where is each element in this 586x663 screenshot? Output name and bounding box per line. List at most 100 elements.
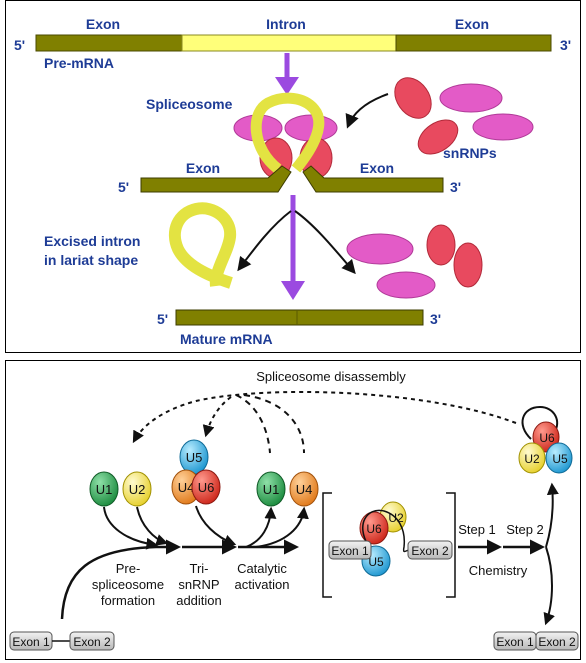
u4-released-snrnp (289, 471, 319, 507)
u2-label: U2 (129, 482, 146, 497)
pre-mrna-exon-left-label: Exon (86, 16, 120, 32)
mature-5-prime-label: 5' (157, 311, 168, 327)
pre-mrna-intron-label: Intron (266, 16, 306, 32)
u1-released-label: U1 (263, 482, 280, 497)
middle-3-prime-label: 3' (450, 179, 461, 195)
u4-label: U4 (178, 480, 195, 495)
release-arrow-u4 (255, 506, 309, 548)
u6-snrnp (191, 469, 221, 505)
middle-exon-right-label: Exon (360, 160, 394, 176)
complex-exon-1-box (328, 540, 372, 560)
release-arrow-u1 (245, 506, 277, 548)
u-arrow-2 (136, 506, 169, 546)
disassembly-dash-u4 (243, 394, 305, 454)
step-1-label: Step 1 (458, 522, 496, 537)
disassembly-label: Spliceosome disassembly (256, 369, 406, 384)
splicing-arrowhead-1 (275, 77, 299, 95)
pre-mrna-label: Pre-mRNA (44, 55, 114, 71)
excised-intron-label-line1: Excised intron (44, 233, 140, 249)
spliceosome-intron-loop (250, 92, 325, 174)
middle-exon-left (140, 165, 292, 193)
catalytic-label-1: Catalytic (237, 561, 287, 576)
u2-snrnp (122, 471, 152, 507)
u1-label: U1 (96, 482, 113, 497)
released-red-2 (453, 242, 483, 288)
pre-spliceosome-label-1: Pre- (116, 561, 141, 576)
end-exon-1-label: Exon 1 (496, 635, 534, 649)
spliceosome-cycle-diagram: Spliceosome disassembly U1 U2 U5 U4 U6 U… (9, 369, 579, 651)
pathway-start-curve (60, 545, 157, 620)
u4-released-label: U4 (296, 482, 313, 497)
released-pink-1 (346, 233, 414, 265)
snrnps-label: snRNPs (443, 145, 497, 161)
snrnp-release-arrow (294, 210, 356, 275)
middle-exon-right (302, 165, 444, 193)
released-red-1 (426, 224, 456, 266)
complex-u6 (359, 511, 389, 545)
u1-snrnp (89, 471, 119, 507)
spliceosome-cycle-panel: Spliceosome disassembly U1 U2 U5 U4 U6 U… (5, 360, 581, 660)
mature-3-prime-label: 3' (430, 311, 441, 327)
chemistry-label: Chemistry (469, 563, 528, 578)
released-pink-2 (376, 271, 436, 299)
complex-exon-2-box (407, 540, 453, 560)
start-exon-2-box (69, 631, 115, 651)
post-u5-label: U5 (552, 452, 568, 466)
disassembly-dash-u1 (235, 394, 271, 454)
pre-spliceosome-label-2: spliceosome (92, 577, 164, 592)
snrnp-red-1 (394, 77, 432, 119)
post-u6-label: U6 (539, 431, 555, 445)
complex-bracket-right (446, 492, 456, 598)
u5-label: U5 (186, 450, 203, 465)
middle-5-prime-label: 5' (118, 179, 129, 195)
complex-exon-2-label: Exon 2 (411, 544, 449, 558)
post-u5 (545, 442, 573, 474)
post-intron-loop (521, 405, 559, 440)
disassembly-arrow-main (132, 390, 517, 444)
complex-u5-label: U5 (368, 555, 384, 569)
end-exon-2-label: Exon 2 (538, 635, 576, 649)
start-exon-1-label: Exon 1 (12, 635, 50, 649)
mature-mrna-bar (175, 309, 424, 326)
complex-bracket-left (322, 492, 332, 598)
pre-mrna-3-prime-label: 3' (560, 37, 571, 53)
u-arrow-1 (103, 506, 159, 550)
snrnp-recruit-arrow (345, 93, 389, 129)
pre-spliceosome-label-3: formation (101, 593, 155, 608)
spliceosome-label: Spliceosome (146, 96, 233, 112)
lariat-release-arrow (237, 210, 292, 272)
tri-snrnp-arrow (195, 505, 237, 547)
post-splicing-up-arrow (545, 482, 559, 548)
complex-exon-1-label: Exon 1 (331, 544, 369, 558)
snrnp-red-2 (417, 119, 459, 155)
start-exon-2-label: Exon 2 (73, 635, 111, 649)
u6-label: U6 (198, 480, 215, 495)
end-exon-2-box (535, 631, 579, 651)
excised-intron-label-line2: in lariat shape (44, 252, 138, 268)
pre-mrna-exon-left (35, 34, 183, 52)
tri-snrnp-label-2: snRNP (178, 577, 219, 592)
excised-lariat (168, 202, 237, 289)
pre-mrna-exon-right (395, 34, 552, 52)
complex-u6-label: U6 (366, 522, 382, 536)
middle-exon-left-label: Exon (186, 160, 220, 176)
step-2-label: Step 2 (506, 522, 544, 537)
splicing-arrowhead-2 (281, 281, 305, 300)
pre-mrna-intron (181, 34, 397, 52)
disassembly-arrow-to-u5 (202, 396, 232, 438)
tri-snrnp-label-3: addition (176, 593, 222, 608)
snrnp-pink-2 (472, 113, 534, 141)
pre-mrna-splicing-panel: Exon Intron Exon 5' 3' Pre-mRNA Spliceos… (5, 0, 581, 353)
tri-snrnp-label-1: Tri- (189, 561, 208, 576)
catalytic-label-2: activation (235, 577, 290, 592)
u1-released-snrnp (256, 471, 286, 507)
complex-intron-loop (362, 509, 417, 553)
post-splicing-down-arrow (543, 546, 555, 626)
post-u2-label: U2 (524, 452, 540, 466)
mature-mrna-label: Mature mRNA (180, 331, 273, 347)
pre-mrna-5-prime-label: 5' (14, 37, 25, 53)
post-u2 (518, 442, 546, 474)
snrnp-pink-1 (439, 83, 503, 113)
splicing-overview-diagram: Exon Intron Exon 5' 3' Pre-mRNA Spliceos… (14, 16, 571, 347)
pre-mrna-exon-right-label: Exon (455, 16, 489, 32)
